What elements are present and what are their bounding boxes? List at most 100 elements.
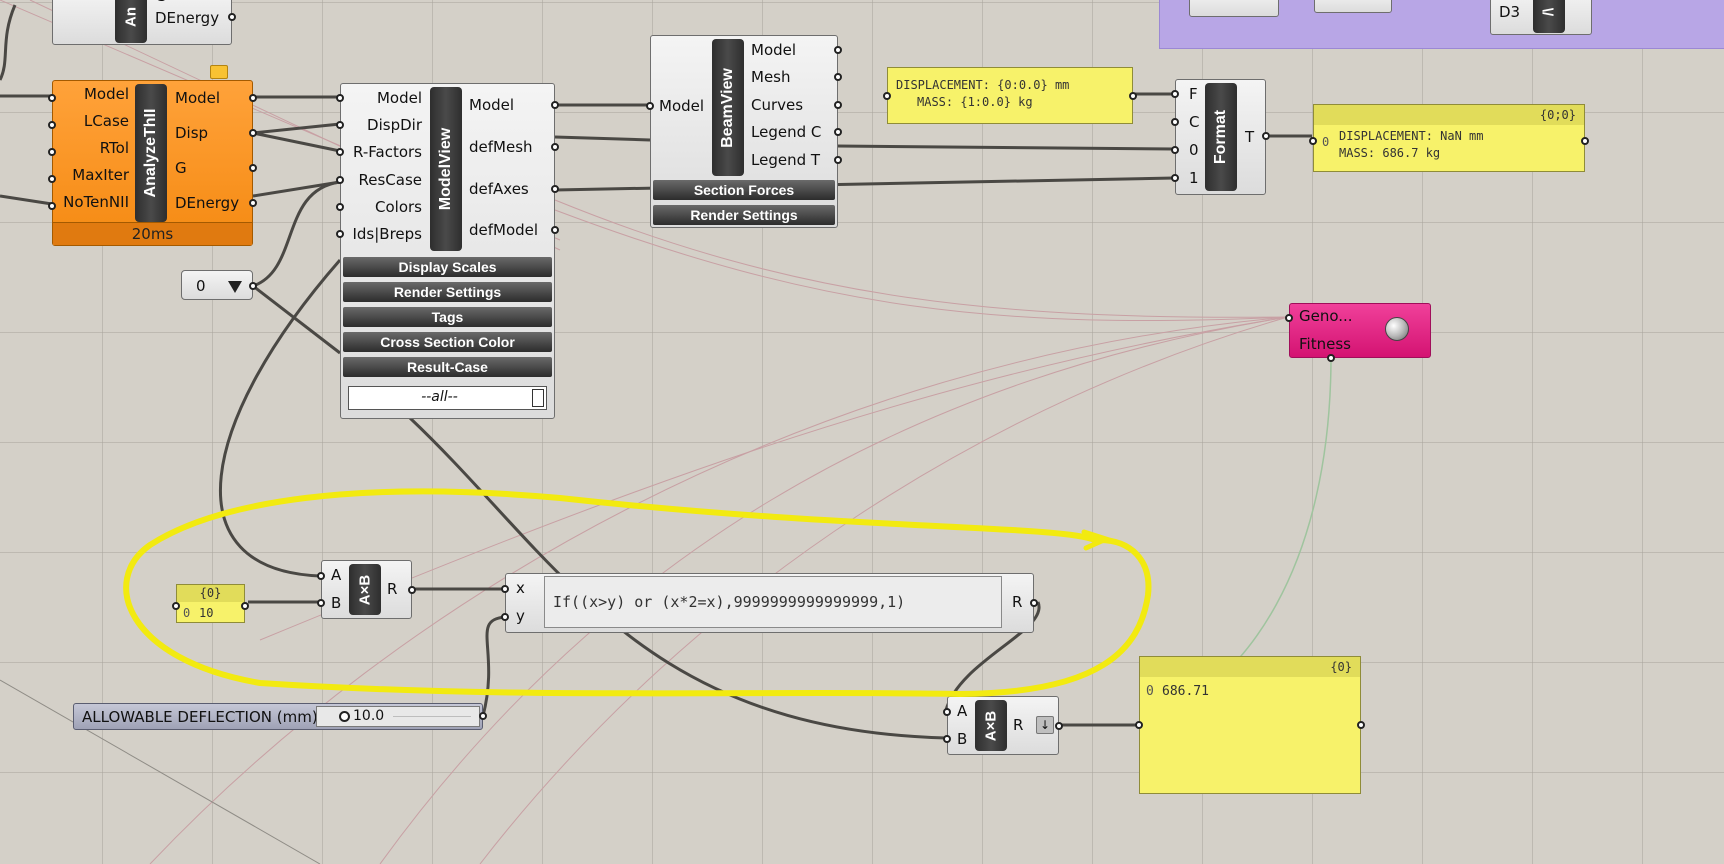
section-forces-button[interactable]: Section Forces (653, 180, 835, 200)
input-pin[interactable] (336, 148, 344, 156)
output-pin[interactable] (249, 282, 257, 290)
input-pin[interactable] (1171, 90, 1179, 98)
input-pin[interactable] (48, 202, 56, 210)
output-pin[interactable] (1055, 722, 1063, 730)
output-pin[interactable] (241, 602, 249, 610)
output-pin[interactable] (249, 94, 257, 102)
beamview-component[interactable]: Model BeamView Model Mesh Curves Legend … (646, 35, 842, 228)
input-pin[interactable] (317, 572, 325, 580)
output-pin[interactable] (1129, 92, 1137, 100)
output-label: DEnergy (175, 194, 240, 212)
result-case-select[interactable]: --all-- (348, 386, 547, 410)
output-pin[interactable] (228, 13, 236, 21)
output-pin[interactable] (1262, 132, 1270, 140)
input-label: 1 (1189, 169, 1199, 187)
output-pin[interactable] (1030, 599, 1038, 607)
multiply-component[interactable]: A B A×B R (317, 560, 416, 619)
input-pin[interactable] (336, 230, 344, 238)
display-scales-button[interactable]: Display Scales (343, 257, 552, 277)
input-pin[interactable] (1171, 146, 1179, 154)
component-caption: A×B (975, 700, 1007, 751)
input-label: F (1189, 85, 1198, 103)
slider-grip-icon[interactable] (339, 711, 350, 722)
analyze-component[interactable]: Model LCase RTol MaxIter NoTenNII Analyz… (48, 65, 257, 246)
tags-button[interactable]: Tags (343, 307, 552, 327)
output-pin[interactable] (249, 199, 257, 207)
output-pin[interactable] (834, 73, 842, 81)
fitness-value-panel[interactable]: {0} 0 686.71 (1135, 656, 1365, 794)
input-pin[interactable] (336, 203, 344, 211)
output-pin[interactable] (249, 164, 257, 172)
message-flag-icon[interactable] (210, 65, 228, 79)
input-pin[interactable] (48, 121, 56, 129)
panel-line: MASS: 686.7 kg (1339, 146, 1441, 160)
galapagos-solver[interactable]: Geno... Fitness (1285, 303, 1431, 362)
input-pin[interactable] (943, 735, 951, 743)
input-pin[interactable] (1135, 721, 1143, 729)
partial-component[interactable]: An G DEnergy (52, 0, 236, 45)
dropdown-triangle-icon[interactable] (228, 281, 242, 293)
output-pin[interactable] (834, 46, 842, 54)
modelview-component[interactable]: Model DispDir R-Factors ResCase Colors I… (336, 83, 559, 419)
format-component[interactable]: F C 0 1 Format T (1171, 79, 1270, 195)
input-pin[interactable] (172, 602, 180, 610)
format-text-panel[interactable]: DISPLACEMENT: {0:0.0} mm MASS: {1:0.0} k… (883, 67, 1137, 124)
input-pin[interactable] (1285, 314, 1293, 322)
input-pin[interactable] (1309, 137, 1317, 145)
input-pin[interactable] (336, 94, 344, 102)
cluster-node[interactable]: D3 /\ (1490, 0, 1592, 35)
input-pin[interactable] (1327, 354, 1335, 362)
output-pin[interactable] (834, 128, 842, 136)
output-pin[interactable] (551, 101, 559, 109)
multiply-component[interactable]: A B A×B R ↓ (943, 696, 1063, 755)
input-pin[interactable] (943, 708, 951, 716)
input-pin[interactable] (1171, 118, 1179, 126)
render-settings-button[interactable]: Render Settings (343, 282, 552, 302)
output-pin[interactable] (249, 129, 257, 137)
input-label: A (957, 702, 968, 720)
number-slider[interactable]: ALLOWABLE DEFLECTION (mm) 10.0 (73, 703, 487, 730)
slider-value: 10.0 (353, 708, 385, 724)
output-pin[interactable] (479, 712, 487, 720)
cross-section-color-button[interactable]: Cross Section Color (343, 332, 552, 352)
input-pin[interactable] (883, 92, 891, 100)
output-label: defModel (469, 221, 539, 239)
input-pin[interactable] (646, 102, 654, 110)
input-pin[interactable] (48, 148, 56, 156)
preview-arrow-icon[interactable]: ↓ (1036, 716, 1054, 734)
cluster-node[interactable] (1189, 0, 1279, 17)
render-settings-button[interactable]: Render Settings (653, 205, 835, 225)
output-label: Model (751, 41, 797, 59)
cluster-node[interactable] (1314, 0, 1392, 13)
output-pin[interactable] (834, 101, 842, 109)
panel-line: DISPLACEMENT: {0:0.0} mm (896, 78, 1070, 92)
panel-line: DISPLACEMENT: NaN mm (1339, 129, 1484, 143)
input-pin[interactable] (317, 599, 325, 607)
output-pin[interactable] (551, 226, 559, 234)
slider-track[interactable]: 10.0 (316, 706, 480, 727)
output-label: Model (469, 96, 515, 114)
select-handle[interactable] (532, 389, 544, 407)
value-list[interactable]: 0 (181, 270, 257, 300)
input-pin[interactable] (336, 121, 344, 129)
input-pin[interactable] (48, 94, 56, 102)
output-pin[interactable] (408, 586, 416, 594)
output-pin[interactable] (1581, 137, 1589, 145)
input-pin[interactable] (501, 613, 509, 621)
input-pin[interactable] (48, 175, 56, 183)
input-label: B (957, 730, 968, 748)
output-pin[interactable] (1357, 721, 1365, 729)
value-panel[interactable]: {0} 0 10 (172, 584, 249, 623)
panel-index: 0 (1146, 684, 1154, 699)
output-pin[interactable] (834, 156, 842, 164)
input-pin[interactable] (1171, 174, 1179, 182)
expression-text[interactable]: If((x>y) or (x*2=x),9999999999999999,1) (544, 576, 1002, 628)
result-panel[interactable]: {0;0} 0 DISPLACEMENT: NaN mm MASS: 686.7… (1309, 104, 1589, 172)
result-case-button[interactable]: Result-Case (343, 357, 552, 377)
component-caption: BeamView (712, 39, 744, 176)
expression-component[interactable]: x y If((x>y) or (x*2=x),9999999999999999… (501, 573, 1038, 633)
output-pin[interactable] (551, 185, 559, 193)
input-pin[interactable] (336, 176, 344, 184)
input-pin[interactable] (501, 585, 509, 593)
output-pin[interactable] (551, 143, 559, 151)
